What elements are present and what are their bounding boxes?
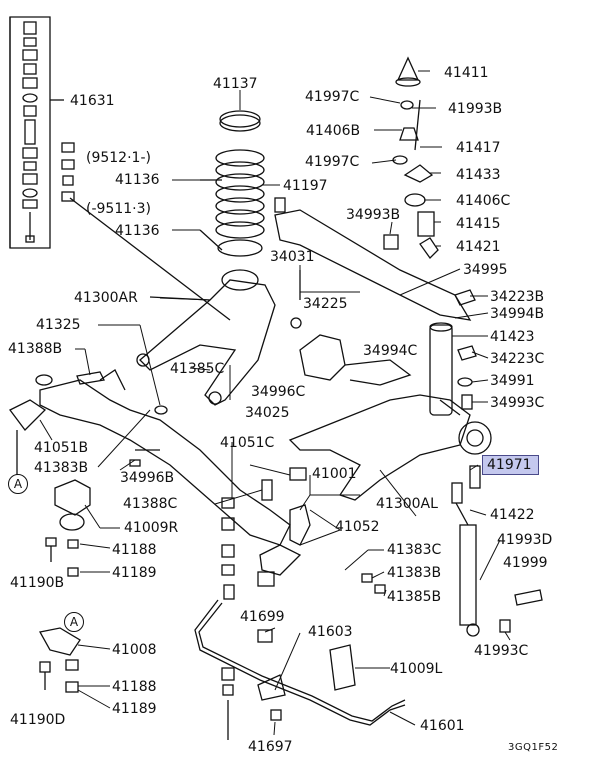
label-41197: 41197 bbox=[283, 178, 328, 194]
label-41300al: 41300AL bbox=[376, 496, 438, 512]
label-41993b: 41993B bbox=[448, 101, 503, 117]
label-41009l: 41009L bbox=[390, 661, 443, 677]
label-41999: 41999 bbox=[503, 555, 548, 571]
label-34991: 34991 bbox=[490, 373, 535, 389]
label-41417: 41417 bbox=[456, 140, 501, 156]
label-41993c: 41993C bbox=[474, 643, 529, 659]
label-34994c: 34994C bbox=[363, 343, 418, 359]
label-34025: 34025 bbox=[245, 405, 290, 421]
label-34223b: 34223B bbox=[490, 289, 545, 305]
label-41188-upper: 41188 bbox=[112, 542, 157, 558]
small-parts-left bbox=[38, 537, 81, 693]
label-34225: 34225 bbox=[303, 296, 348, 312]
bolt-kit-41631 bbox=[9, 16, 64, 249]
label-41388c: 41388C bbox=[123, 496, 178, 512]
label-41997c-upper: 41997C bbox=[305, 89, 360, 105]
label-41189-upper: 41189 bbox=[112, 565, 157, 581]
label-41008: 41008 bbox=[112, 642, 157, 658]
label-41188-lower: 41188 bbox=[112, 679, 157, 695]
label-34993c: 34993C bbox=[490, 395, 545, 411]
diff-mount bbox=[290, 317, 412, 386]
reference-mark-a-upper: A bbox=[8, 474, 28, 494]
label-41051b: 41051B bbox=[34, 440, 89, 456]
label-41601: 41601 bbox=[420, 718, 465, 734]
label-41189-lower: 41189 bbox=[112, 701, 157, 717]
label-41997c-lower: 41997C bbox=[305, 154, 360, 170]
label-41190d: 41190D bbox=[10, 712, 66, 728]
label-41190b: 41190B bbox=[10, 575, 65, 591]
label-41383b-right: 41383B bbox=[387, 565, 442, 581]
label-41421: 41421 bbox=[456, 239, 501, 255]
label-41411: 41411 bbox=[444, 65, 489, 81]
leader-lines bbox=[39, 70, 511, 736]
bracket-41052 bbox=[257, 504, 311, 587]
label-9512-range: (9512·1-) bbox=[86, 150, 151, 166]
label-41052: 41052 bbox=[335, 519, 380, 535]
label-41631: 41631 bbox=[70, 93, 115, 109]
label-41009r: 41009R bbox=[124, 520, 179, 536]
label-41406b: 41406B bbox=[306, 123, 361, 139]
label-9511-range: (-9511·3) bbox=[86, 201, 151, 217]
label-41433: 41433 bbox=[456, 167, 501, 183]
top-mount-stack bbox=[383, 56, 439, 260]
bump-stop bbox=[429, 322, 453, 416]
label-41603: 41603 bbox=[308, 624, 353, 640]
stabilizer-bar bbox=[194, 599, 406, 726]
label-34995: 34995 bbox=[463, 262, 508, 278]
label-34223c: 34223C bbox=[490, 351, 545, 367]
label-41383c: 41383C bbox=[387, 542, 442, 558]
label-41325: 41325 bbox=[36, 317, 81, 333]
misc-bolts bbox=[76, 289, 543, 633]
trailing-arm-left bbox=[288, 394, 492, 501]
diagram-code: 3GQ1F52 bbox=[508, 742, 559, 753]
label-41415: 41415 bbox=[456, 216, 501, 232]
label-41300ar: 41300AR bbox=[74, 290, 138, 306]
label-34031: 34031 bbox=[270, 249, 315, 265]
front-crossmember bbox=[9, 369, 291, 546]
label-41697: 41697 bbox=[248, 739, 293, 755]
shock-absorber bbox=[451, 482, 480, 637]
trailing-arm-right bbox=[136, 269, 276, 406]
label-41136-upper: 41136 bbox=[115, 172, 160, 188]
label-41051c: 41051C bbox=[220, 435, 275, 451]
label-34996b: 34996B bbox=[120, 470, 175, 486]
mount-41009R bbox=[54, 479, 91, 531]
label-41422: 41422 bbox=[490, 507, 535, 523]
label-41137: 41137 bbox=[213, 76, 258, 92]
label-34994b: 34994B bbox=[490, 306, 545, 322]
label-41388b: 41388B bbox=[8, 341, 63, 357]
label-41423: 41423 bbox=[490, 329, 535, 345]
label-41699: 41699 bbox=[240, 609, 285, 625]
label-41971-highlighted[interactable]: 41971 bbox=[482, 455, 539, 475]
label-41136-lower: 41136 bbox=[115, 223, 160, 239]
label-41385c: 41385C bbox=[170, 361, 225, 377]
label-41993d: 41993D bbox=[497, 532, 553, 548]
label-34993b: 34993B bbox=[346, 207, 401, 223]
label-41385b: 41385B bbox=[387, 589, 442, 605]
reference-mark-a-lower: A bbox=[64, 612, 84, 632]
label-41001: 41001 bbox=[312, 466, 357, 482]
label-41406c: 41406C bbox=[456, 193, 511, 209]
label-41383b-left: 41383B bbox=[34, 460, 89, 476]
coil-spring bbox=[199, 110, 265, 257]
center-bolt-stack bbox=[221, 479, 273, 740]
label-34996c: 34996C bbox=[251, 384, 306, 400]
